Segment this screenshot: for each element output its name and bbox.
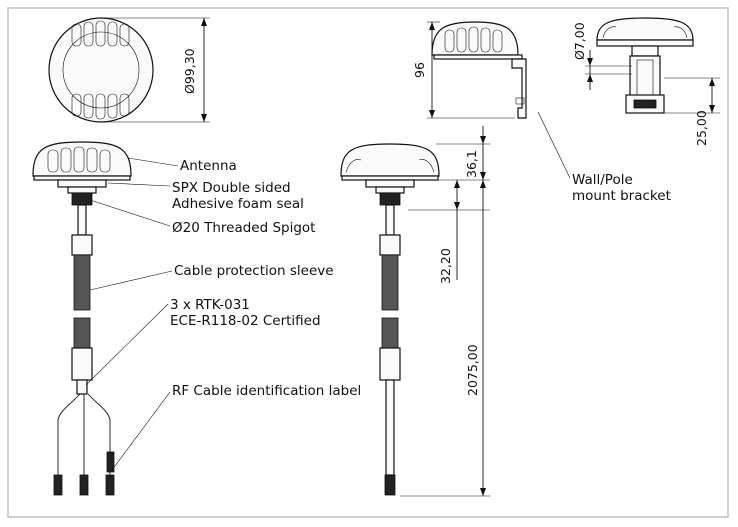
spigot-length-dimension: 32,20 <box>438 248 453 284</box>
bracket-callout-line1: Wall/Pole <box>572 172 633 188</box>
seal-callout-line1: SPX Double sided <box>172 180 291 196</box>
seal-callout-line2: Adhesive foam seal <box>172 196 304 212</box>
dome-height-dimension: 36,1 <box>464 150 479 178</box>
bracket-front-view <box>585 17 720 114</box>
diameter-dimension: Ø99,30 <box>182 48 197 94</box>
spigot-callout: Ø20 Threaded Spigot <box>172 220 316 236</box>
sleeve-callout: Cable protection sleeve <box>174 263 334 279</box>
cable-length-dimension: 2075,00 <box>465 344 480 396</box>
bracket-depth-dimension: 25,00 <box>694 110 709 146</box>
cables-callout-line2: ECE-R118-02 Certified <box>170 313 321 329</box>
bracket-side-view <box>427 21 571 179</box>
label-callout: RF Cable identification label <box>172 383 362 399</box>
bracket-height-dimension: 96 <box>412 62 427 78</box>
bracket-callout-line2: mount bracket <box>572 188 671 204</box>
antenna-top-view <box>48 17 210 123</box>
antenna-assembly-right <box>340 126 490 497</box>
antenna-callout: Antenna <box>180 158 237 174</box>
hole-dimension: Ø7,00 <box>572 22 587 60</box>
cables-callout-line1: 3 x RTK-031 <box>170 297 250 313</box>
antenna-assembly-left <box>32 141 179 496</box>
